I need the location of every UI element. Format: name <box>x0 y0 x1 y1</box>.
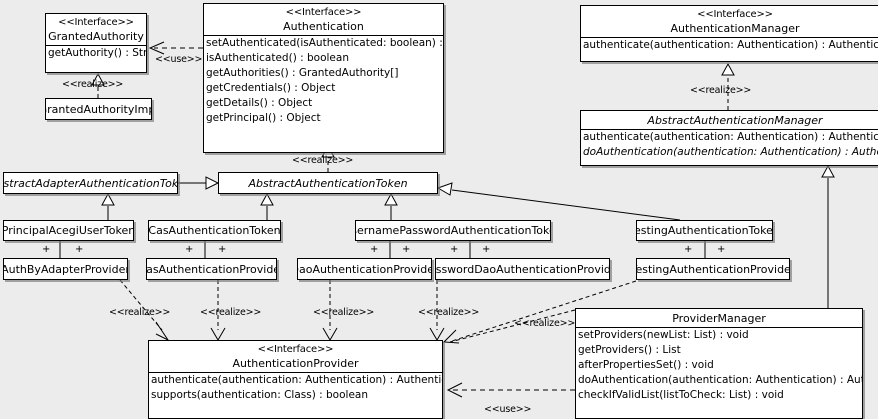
operation: getAuthority() : String <box>48 47 146 59</box>
stereotype-label: <<Interface>> <box>58 17 134 28</box>
edge-label-realize-passworddaoprovider: <<realize>> <box>418 307 480 318</box>
operations-compartment: getAuthority() : String <box>46 46 146 61</box>
class-dao-authentication-provider[interactable]: DaoAuthenticationProvider <box>297 258 432 280</box>
operation: getDetails() : Object <box>206 97 313 109</box>
class-name: GrantedAuthority <box>48 30 144 43</box>
class-name: Authentication <box>283 20 364 33</box>
class-username-password-authentication-token[interactable]: UsernamePasswordAuthenticationToken <box>355 220 551 241</box>
class-abstract-adapter-authentication-token[interactable]: AbstractAdapterAuthenticationToken <box>3 172 178 194</box>
stereotype-label: <<Interface>> <box>697 9 773 20</box>
class-abstract-authentication-manager[interactable]: AbstractAuthenticationManager authentica… <box>580 110 878 166</box>
class-name: PasswordDaoAuthenticationProvider <box>435 262 609 276</box>
operation: authenticate(authentication: Authenticat… <box>583 131 878 143</box>
class-auth-by-adapter-provider[interactable]: AuthByAdapterProvider <box>3 258 128 280</box>
class-cas-authentication-token[interactable]: CasAuthenticationToken <box>148 220 281 241</box>
operation: getCredentials() : Object <box>206 82 336 94</box>
class-provider-manager[interactable]: ProviderManager setProviders(newList: Li… <box>575 308 863 419</box>
assoc-marker-plus: + <box>218 244 227 255</box>
class-abstract-authentication-token[interactable]: AbstractAuthenticationToken <box>218 172 438 194</box>
edge-label-realize-authenticationmanager: <<realize>> <box>690 85 752 96</box>
class-testing-authentication-token[interactable]: TestingAuthenticationToken <box>636 220 773 241</box>
class-header: AbstractAuthenticationManager <box>581 111 878 130</box>
class-password-dao-authentication-provider[interactable]: PasswordDaoAuthenticationProvider <box>435 258 610 280</box>
stereotype-label: <<Interface>> <box>257 344 334 355</box>
assoc-marker-plus: + <box>684 244 693 255</box>
class-name: GrantedAuthorityImpl <box>45 102 151 116</box>
operation: supports(authentication: Class) : boolea… <box>151 389 368 401</box>
assoc-marker-plus: + <box>402 244 411 255</box>
class-granted-authority-impl[interactable]: GrantedAuthorityImpl <box>45 98 152 120</box>
class-name: AuthenticationProvider <box>232 357 359 370</box>
operation: getPrincipal() : Object <box>206 112 321 124</box>
edge-label-realize-casprovider: <<realize>> <box>200 307 262 318</box>
class-authentication-manager[interactable]: <<Interface>> AuthenticationManager auth… <box>580 5 878 62</box>
operation: setAuthenticated(isAuthenticated: boolea… <box>206 37 443 49</box>
class-header: <<Interface>> AuthenticationProvider <box>149 341 442 373</box>
edge-label-realize-testingprovider: <<realize>> <box>514 318 576 329</box>
operation: getProviders() : List <box>578 344 681 356</box>
edge-generalize-castoken <box>260 192 274 220</box>
class-name: AuthByAdapterProvider <box>3 262 128 276</box>
class-name: DaoAuthenticationProvider <box>297 262 432 276</box>
class-authentication[interactable]: <<Interface>> Authentication setAuthenti… <box>203 3 444 153</box>
operation: authenticate(authentication: Authenticat… <box>151 374 442 386</box>
operation: getAuthorities() : GrantedAuthority[] <box>206 67 399 79</box>
class-header: ProviderManager <box>576 309 862 328</box>
class-authentication-provider[interactable]: <<Interface>> AuthenticationProvider aut… <box>148 340 443 419</box>
class-name: AbstractAdapterAuthenticationToken <box>3 176 178 190</box>
edge-label-realize-grantedauthorityimpl: <<realize>> <box>62 79 124 90</box>
operation: doAuthentication(authentication: Authent… <box>578 374 862 386</box>
assoc-marker-plus: + <box>482 244 491 255</box>
operation: checkIfValidList(listToCheck: List) : vo… <box>578 389 784 401</box>
assoc-marker-plus: + <box>450 244 459 255</box>
edge-generalize-usernamepasswordtoken <box>384 192 398 220</box>
class-testing-authentication-provider[interactable]: TestingAuthenticationProvider <box>636 258 790 280</box>
class-header: <<Interface>> GrantedAuthority <box>46 14 146 46</box>
stereotype-label: <<Interface>> <box>285 7 362 18</box>
class-name: TestingAuthenticationToken <box>636 224 773 237</box>
operations-compartment: authenticate(authentication: Authenticat… <box>149 373 442 403</box>
class-name: CasAuthenticationToken <box>148 224 281 237</box>
class-name: PrincipalAcegiUserToken <box>3 224 134 237</box>
class-header: <<Interface>> AuthenticationManager <box>581 6 878 38</box>
class-header: <<Interface>> Authentication <box>204 4 443 36</box>
class-name: AbstractAuthenticationManager <box>647 114 823 127</box>
operation: doAuthentication(authentication: Authent… <box>583 146 878 158</box>
class-principal-acegi-user-token[interactable]: PrincipalAcegiUserToken <box>3 220 134 241</box>
operation: setProviders(newList: List) : void <box>578 329 749 341</box>
edge-generalize-providermanager <box>821 164 835 308</box>
operations-compartment: setAuthenticated(isAuthenticated: boolea… <box>204 36 443 126</box>
operations-compartment: authenticate(authentication: Authenticat… <box>581 38 878 53</box>
assoc-marker-plus: + <box>75 244 84 255</box>
operations-compartment: authenticate(authentication: Authenticat… <box>581 130 878 160</box>
class-name: TestingAuthenticationProvider <box>636 262 790 276</box>
assoc-marker-plus: + <box>717 244 726 255</box>
assoc-marker-plus: + <box>370 244 379 255</box>
class-name: AuthenticationManager <box>670 22 800 35</box>
class-name: AbstractAuthenticationToken <box>248 176 408 190</box>
class-name: ProviderManager <box>672 312 766 325</box>
operation: afterPropertiesSet() : void <box>578 359 714 371</box>
edge-use-grantedauthority <box>148 41 203 55</box>
edge-label-use-grantedauthority: <<use>> <box>155 54 203 65</box>
class-name: UsernamePasswordAuthenticationToken <box>356 224 550 237</box>
operation: isAuthenticated() : boolean <box>206 52 349 64</box>
assoc-marker-plus: + <box>185 244 194 255</box>
edge-label-use-providermanager: <<use>> <box>484 404 532 415</box>
edge-generalize-abstractadaptertoken <box>178 176 220 190</box>
edge-generalize-principalacegitoken <box>101 192 115 220</box>
edge-label-realize-authentication: <<realize>> <box>292 155 354 166</box>
assoc-marker-plus: + <box>42 244 51 255</box>
operations-compartment: setProviders(newList: List) : void getPr… <box>576 328 862 403</box>
class-cas-authentication-provider[interactable]: CasAuthenticationProvider <box>146 258 277 280</box>
class-name: CasAuthenticationProvider <box>146 262 276 276</box>
edge-label-realize-daoprovider: <<realize>> <box>313 307 375 318</box>
class-granted-authority[interactable]: <<Interface>> GrantedAuthority getAuthor… <box>45 13 147 73</box>
edge-label-realize-authbyadapterprovider: <<realize>> <box>109 307 171 318</box>
edge-use-providermanager <box>446 382 575 398</box>
edge-generalize-testingtoken <box>436 182 681 221</box>
operation: authenticate(authentication: Authenticat… <box>583 39 878 51</box>
